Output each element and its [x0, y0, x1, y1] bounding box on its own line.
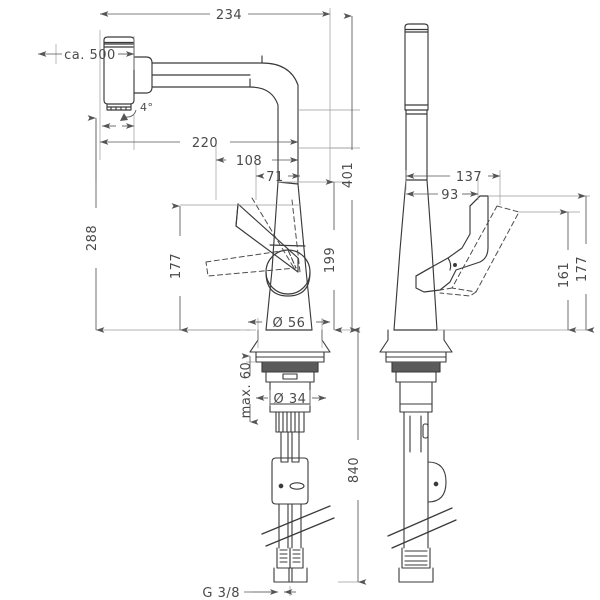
pullout-spray-handset — [103, 36, 153, 111]
dim-label-diameter-34: Ø 34 — [274, 392, 307, 407]
dim-label-220: 220 — [192, 136, 218, 151]
dimension-labels: 234 ca. 500 4° 220 108 71 288 177 401 19… — [64, 8, 590, 600]
dim-label-177-front: 177 — [169, 253, 184, 279]
dim-label-diameter-56: Ø 56 — [273, 316, 306, 331]
front-shank-assembly — [249, 329, 335, 583]
dim-label-108: 108 — [236, 154, 262, 169]
front-view-geometry — [103, 36, 313, 331]
dim-label-840: 840 — [347, 457, 362, 483]
dim-label-234: 234 — [216, 8, 242, 23]
side-view-geometry — [393, 23, 520, 331]
dim-label-max-60: max. 60 — [239, 362, 254, 419]
faucet-body-column — [265, 109, 313, 331]
side-body-column — [393, 113, 438, 331]
dim-label-71: 71 — [266, 170, 284, 185]
extension-lines — [55, 8, 590, 596]
spout-arm — [151, 55, 299, 111]
side-pullout-handset — [404, 23, 429, 115]
dim-label-401: 401 — [341, 162, 356, 188]
dim-label-93: 93 — [441, 188, 459, 203]
dim-label-288: 288 — [85, 225, 100, 251]
side-shank-assembly — [379, 329, 457, 583]
dim-label-thread-g38: G 3/8 — [202, 586, 240, 600]
dim-label-137: 137 — [456, 170, 482, 185]
dim-label-angle: 4° — [140, 101, 154, 114]
dim-label-177-side: 177 — [575, 256, 590, 282]
lever-handle-ghost — [205, 197, 301, 277]
dim-label-199: 199 — [323, 247, 338, 273]
dim-label-161: 161 — [557, 262, 572, 288]
side-lever-handle — [415, 195, 489, 293]
dim-label-ca-500: ca. 500 — [64, 48, 116, 63]
side-lever-handle-ghost — [439, 205, 520, 297]
dimension-lines — [37, 11, 595, 595]
